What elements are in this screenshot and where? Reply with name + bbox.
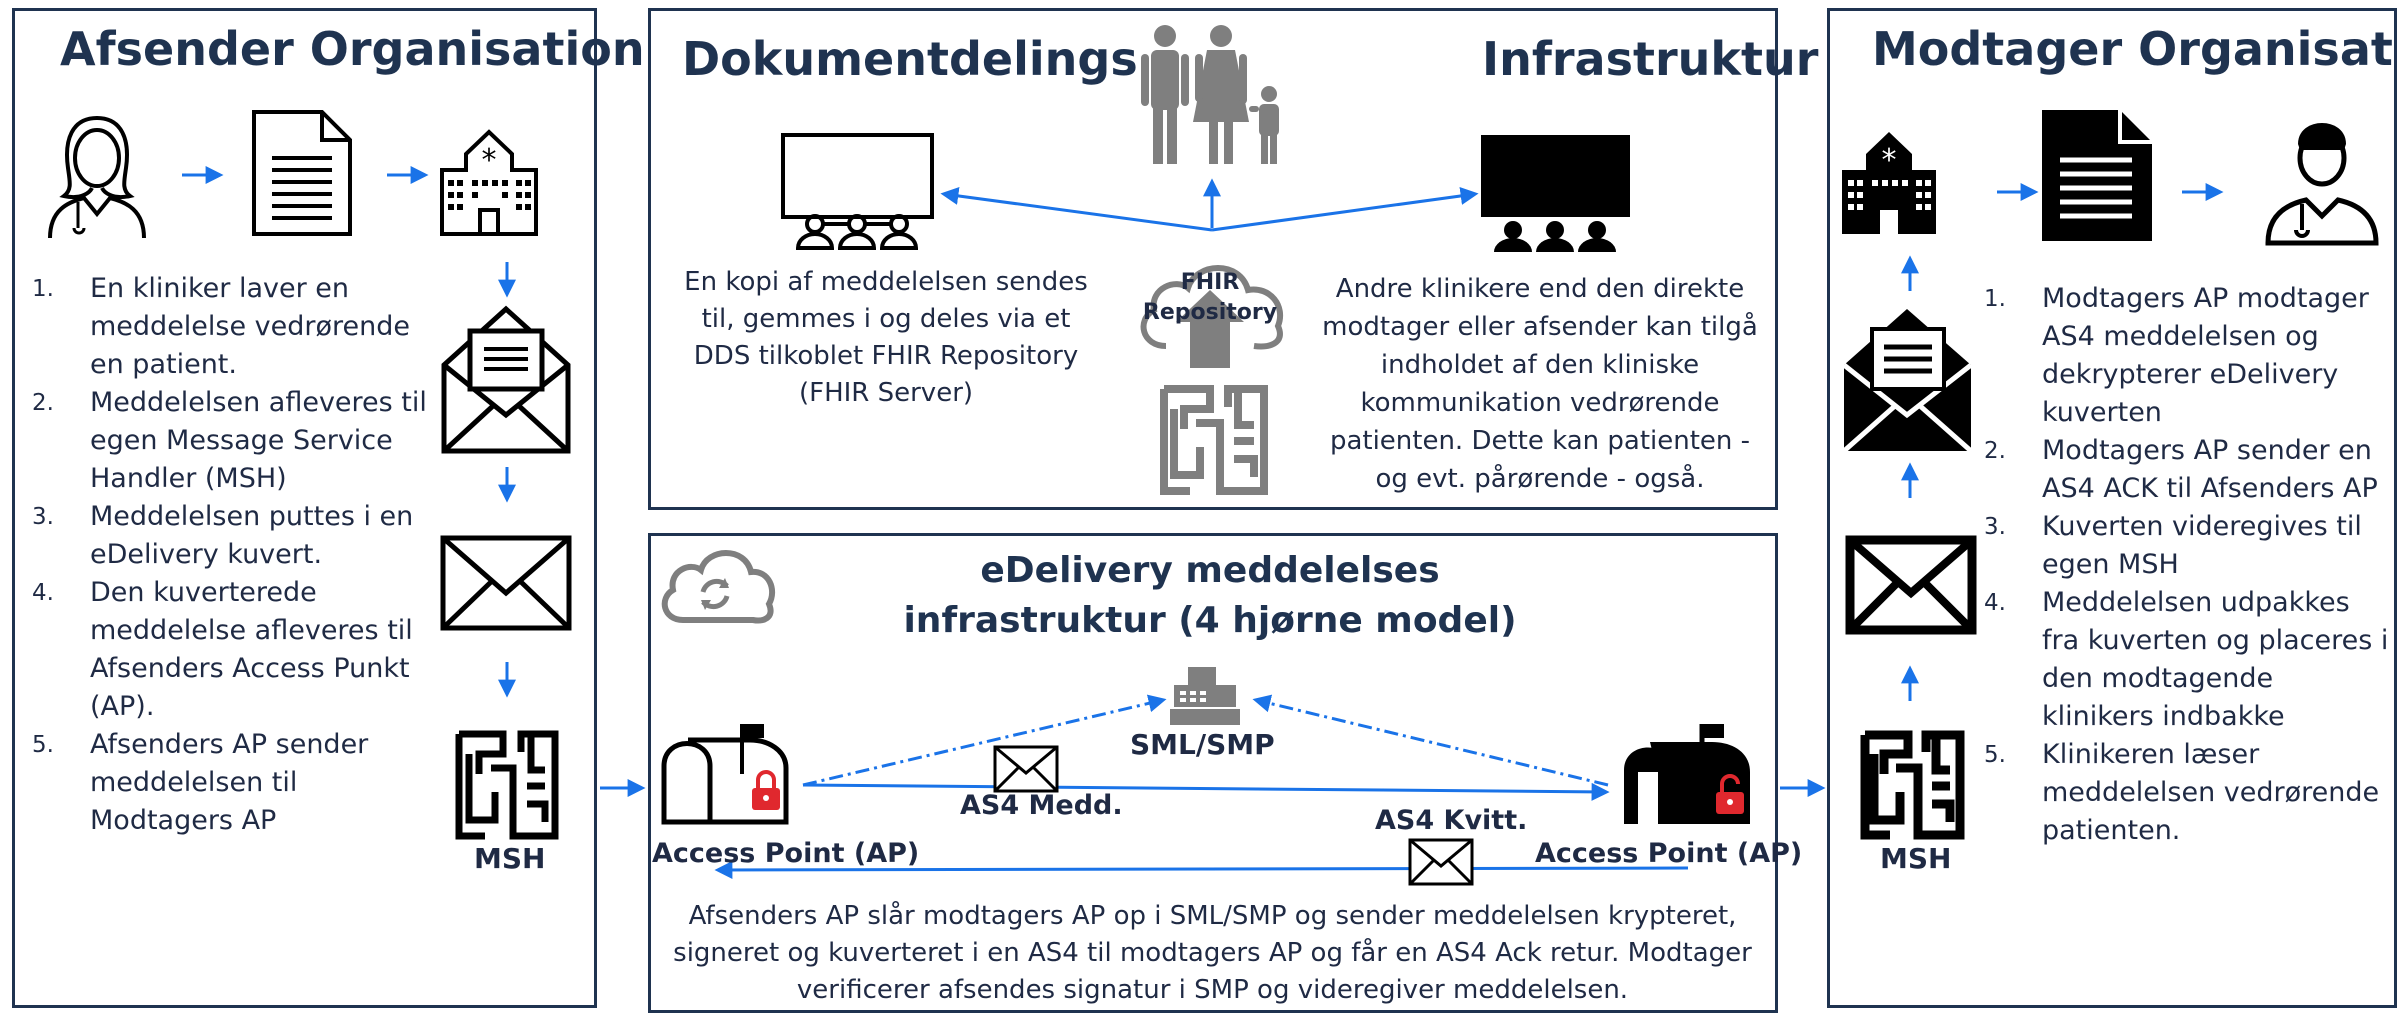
- edelivery-arrows: [714, 694, 1689, 879]
- svg-text:*: *: [1882, 143, 1897, 178]
- register-server-icon: [1170, 667, 1240, 725]
- family-icon: [1141, 25, 1279, 164]
- svg-text:*: *: [482, 143, 497, 178]
- sender-steps: En kliniker laver en meddelelse vedrøren…: [28, 270, 438, 840]
- sender-title: Afsender Organisation: [60, 22, 645, 76]
- as4-receipt-envelope-icon: [1408, 838, 1474, 886]
- doctor-icon: [48, 116, 146, 239]
- receiver-steps: Modtagers AP modtager AS4 meddelelsen og…: [1980, 280, 2390, 850]
- doctor-male-icon: [2265, 123, 2379, 246]
- as4-message-envelope-icon: [993, 745, 1059, 793]
- mailbox-filled-lock-icon: [1624, 724, 1750, 824]
- open-envelope-icon: [441, 305, 571, 454]
- document-filled-icon: [2042, 110, 2152, 241]
- sml-smp-label: SML/SMP: [1130, 728, 1275, 761]
- open-envelope-filled-icon: [1842, 309, 1973, 453]
- sender-step: En kliniker laver en meddelelse vedrøren…: [32, 270, 411, 380]
- msh-icon: [455, 730, 559, 840]
- fhir-msh-icon: [1160, 385, 1268, 495]
- sender-step: Meddelelsen afleveres til egen Message S…: [32, 384, 427, 494]
- cloud-sync-icon: [661, 550, 776, 624]
- receiver-step: Meddelelsen udpakkes fra kuverten og pla…: [1984, 584, 2389, 732]
- receiver-msh-icon: [1860, 730, 1965, 840]
- receiver-step: Kuverten videregives til egen MSH: [1984, 508, 2362, 580]
- hospital-filled-icon: *: [1842, 132, 1936, 234]
- presentation-screen-filled-icon: [1481, 135, 1630, 252]
- receiver-step: Modtagers AP sender en AS4 ACK til Afsen…: [1984, 432, 2378, 504]
- dds-left-text: En kopi af meddelelsen sendes til, gemme…: [684, 267, 1088, 408]
- sender-step: Afsenders AP sender meddelelsen til Modt…: [32, 726, 369, 836]
- receiver-step: Klinikeren læser meddelelsen vedrørende …: [1984, 736, 2380, 846]
- edelivery-title-line1: eDelivery meddelelses: [980, 550, 1440, 591]
- edelivery-description: Afsenders AP slår modtagers AP op i SML/…: [673, 901, 1752, 1005]
- ap-right-label: Access Point (AP): [1535, 838, 1803, 869]
- fhir-cloud-icon: [1140, 265, 1283, 368]
- receiver-msh-label: MSH: [1880, 842, 1952, 875]
- document-icon: [252, 110, 352, 236]
- edelivery-panel: [648, 533, 1778, 1013]
- as4-medd-label: AS4 Medd.: [960, 790, 1123, 821]
- mailbox-outline-lock-icon: [661, 724, 789, 825]
- ap-left-label: Access Point (AP): [652, 838, 920, 869]
- dds-title-right: Infrastruktur: [1482, 32, 1819, 86]
- as4-kvitt-label: AS4 Kvitt.: [1375, 805, 1528, 836]
- fhir-label: FHIR Repository: [1142, 270, 1278, 325]
- receiver-title: Modtager Organisation: [1872, 22, 2397, 76]
- receiver-step: Modtagers AP modtager AS4 meddelelsen og…: [1984, 280, 2369, 428]
- dds-title-left: Dokumentdelings: [682, 32, 1138, 86]
- envelope-bold-icon: [1845, 535, 1977, 635]
- hospital-icon: *: [440, 129, 538, 236]
- envelope-icon: [440, 535, 572, 631]
- sender-step: Den kuverterede meddelelse afleveres til…: [32, 574, 413, 722]
- edelivery-title-line2: infrastruktur (4 hjørne model): [903, 600, 1517, 641]
- presentation-screen-icon: [781, 133, 934, 250]
- sender-step: Meddelelsen puttes i en eDelivery kuvert…: [32, 498, 414, 570]
- dds-share-arrows: [940, 178, 1479, 232]
- dds-right-text: Andre klinikere end den direkte modtager…: [1322, 274, 1758, 494]
- sender-msh-label: MSH: [474, 842, 546, 875]
